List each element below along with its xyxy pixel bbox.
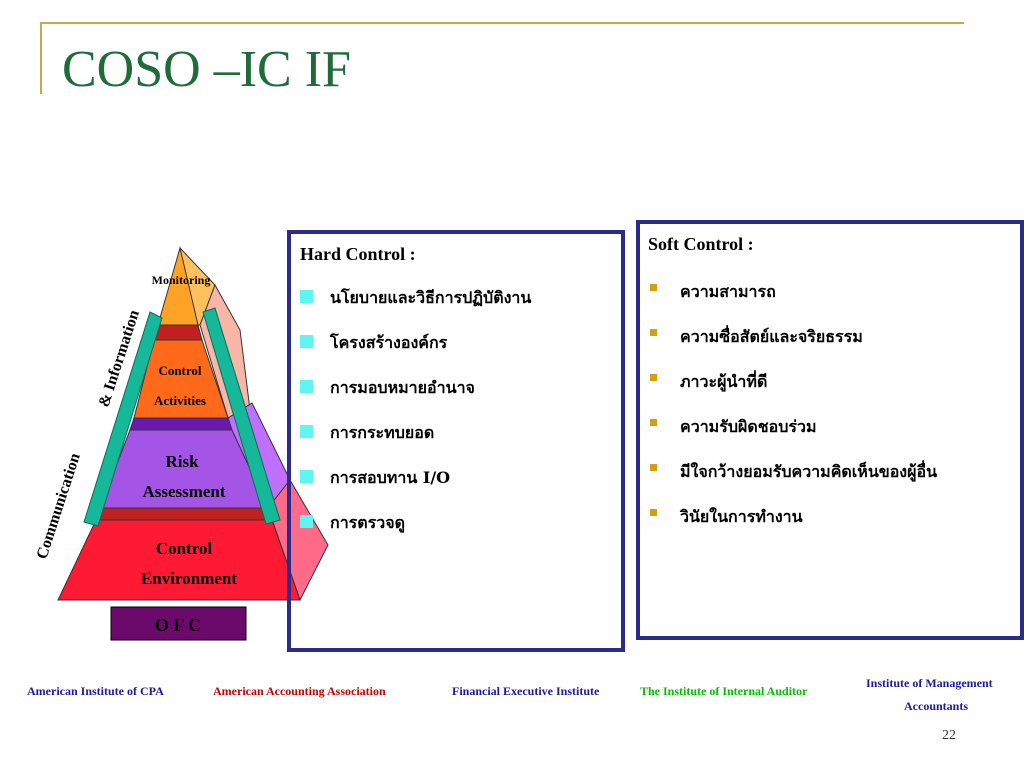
- bullet-square-icon: [300, 470, 313, 483]
- list-item: ภาวะผู้นำที่ดี: [650, 370, 937, 415]
- label-side-communication: Communication: [34, 451, 84, 561]
- ofc-label: O F C: [155, 615, 201, 635]
- slide-title: COSO –IC IF: [62, 41, 351, 98]
- bullet-square-icon: [650, 329, 657, 336]
- list-item: ความสามารถ: [650, 280, 937, 325]
- bullet-square-icon: [300, 515, 313, 528]
- label-risk-2: Assessment: [142, 482, 225, 501]
- list-item: วินัยในการทำงาน: [650, 505, 937, 550]
- list-item: ความรับผิดชอบร่วม: [650, 415, 937, 460]
- footer-ima-line2: Accountants: [904, 699, 969, 713]
- bullet-square-icon: [300, 380, 313, 393]
- coso-pyramid: Monitoring Control Activities Risk Asses…: [34, 246, 329, 641]
- bullet-square-icon: [300, 335, 313, 348]
- title-side-rule: [40, 22, 42, 94]
- pyramid-layer-environment: [57, 519, 301, 601]
- footer-aicpa: American Institute of CPA: [27, 684, 164, 698]
- bullet-square-icon: [650, 374, 657, 381]
- list-item: นโยบายและวิธีการปฏิบัติงาน: [300, 286, 531, 331]
- ofc-box: [110, 606, 247, 641]
- soft-control-header: Soft Control :: [648, 234, 754, 254]
- bullet-square-icon: [300, 425, 313, 438]
- hard-control-list: นโยบายและวิธีการปฏิบัติงาน โครงสร้างองค์…: [300, 286, 531, 556]
- footer-iia: The Institute of Internal Auditor: [640, 684, 808, 698]
- list-item: มีใจกว้างยอมรับความคิดเห็นของผู้อื่น: [650, 460, 937, 505]
- list-item: การตรวจดู: [300, 511, 531, 556]
- pyramid-band-2: [129, 417, 233, 431]
- bullet-square-icon: [650, 284, 657, 291]
- list-item: การมอบหมายอำนาจ: [300, 376, 531, 421]
- label-risk-1: Risk: [165, 452, 199, 471]
- soft-control-list: ความสามารถ ความซื่อสัตย์และจริยธรรม ภาวะ…: [650, 280, 937, 550]
- label-monitoring: Monitoring: [152, 273, 211, 287]
- page-number: 22: [942, 728, 956, 743]
- list-item: ความซื่อสัตย์และจริยธรรม: [650, 325, 937, 370]
- bullet-square-icon: [300, 290, 313, 303]
- list-item: การสอบทาน I/O: [300, 466, 531, 511]
- soft-control-box: [636, 220, 1024, 640]
- label-env-2: Environment: [141, 569, 237, 588]
- footer-ima-line1: Institute of Management: [866, 676, 993, 690]
- footer-aaa: American Accounting Association: [213, 684, 386, 698]
- hard-control-box: [287, 230, 625, 652]
- bullet-square-icon: [650, 419, 657, 426]
- pyramid-band-1: [153, 324, 203, 341]
- communication-band-right: [202, 307, 281, 525]
- pyramid-band-3: [95, 507, 273, 521]
- label-control-activities-2: Activities: [154, 393, 206, 408]
- label-control-activities-1: Control: [158, 363, 201, 378]
- footer-fei: Financial Executive Institute: [452, 684, 600, 698]
- hard-control-header: Hard Control :: [300, 244, 416, 264]
- title-rule: [40, 22, 964, 24]
- list-item: โครงสร้างองค์กร: [300, 331, 531, 376]
- bullet-square-icon: [650, 464, 657, 471]
- label-env-1: Control: [156, 539, 213, 558]
- list-item: การกระทบยอด: [300, 421, 531, 466]
- bullet-square-icon: [650, 509, 657, 516]
- communication-band-left: [83, 311, 163, 527]
